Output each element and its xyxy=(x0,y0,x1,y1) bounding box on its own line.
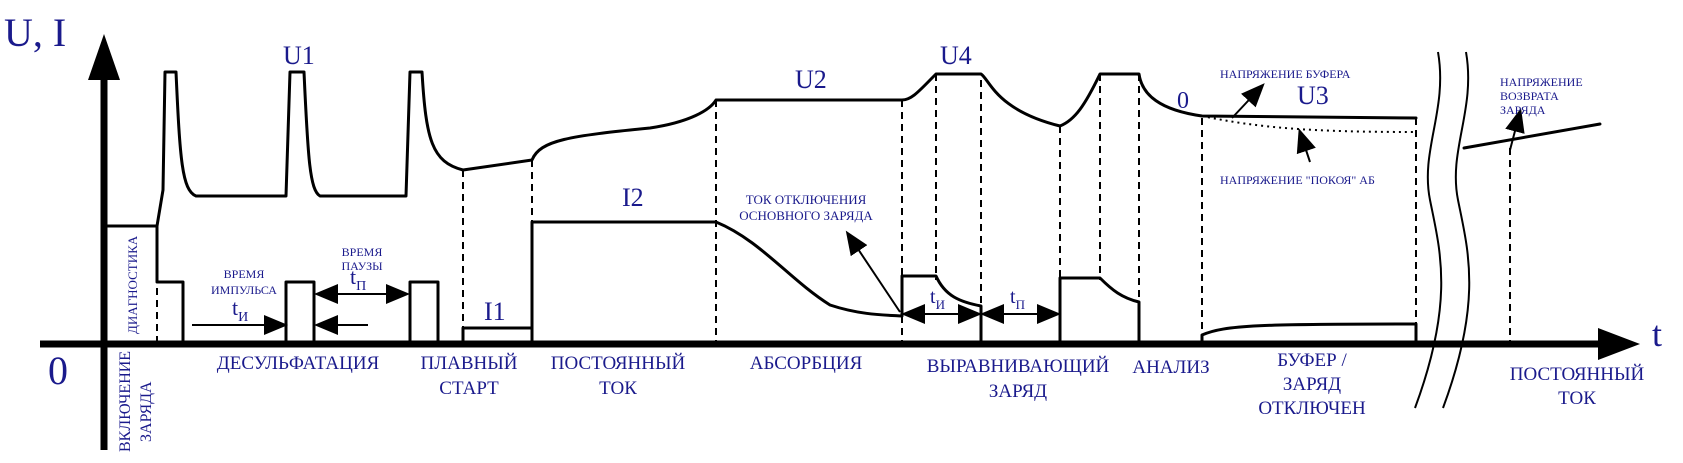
t-pulse-label-equalize: tИ xyxy=(930,286,945,312)
stage-charge-on-2: ЗАРЯДА xyxy=(138,381,155,442)
stage-equalizing-2: ЗАРЯД xyxy=(989,381,1047,402)
pulse-time-label-2: ИМПУЛЬСА xyxy=(211,283,277,297)
stage-soft-start-2: СТАРТ xyxy=(439,378,499,399)
current-curve xyxy=(102,220,1418,346)
voltage-curve xyxy=(155,70,1418,228)
voltage-after-break xyxy=(1462,122,1602,150)
buffer-voltage-label: НАПРЯЖЕНИЕ БУФЕРА xyxy=(1220,67,1351,81)
stage-constant-current-2: ТОК xyxy=(599,378,637,399)
return-voltage-label-2: ВОЗВРАТА xyxy=(1500,89,1559,103)
return-voltage-label-3: ЗАРЯДА xyxy=(1500,103,1546,117)
stage-soft-start-1: ПЛАВНЫЙ xyxy=(420,353,517,374)
stage-constant-current-end-1: ПОСТОЯННЫЙ xyxy=(1510,364,1645,385)
label-i2: I2 xyxy=(622,183,644,212)
stage-labels: ВКЛЮЧЕНИЕ ЗАРЯДА ДЕСУЛЬФАТАЦИЯ ПЛАВНЫЙ С… xyxy=(117,350,1645,452)
stage-absorption: АБСОРБЦИЯ xyxy=(750,353,863,374)
pause-time-label-1: ВРЕМЯ xyxy=(342,245,383,259)
stage-desulfation: ДЕСУЛЬФАТАЦИЯ xyxy=(217,353,380,374)
stage-analysis: АНАЛИЗ xyxy=(1132,357,1209,378)
label-zero: 0 xyxy=(1177,88,1189,114)
label-u2: U2 xyxy=(795,65,827,94)
pause-time-label-2: ПАУЗЫ xyxy=(341,259,383,273)
diagnostics-label: ДИАГНОСТИКА xyxy=(125,235,140,334)
cutoff-label-1: ТОК ОТКЛЮЧЕНИЯ xyxy=(746,192,867,207)
label-u1: U1 xyxy=(283,41,315,70)
t-pulse-label: tИ xyxy=(232,295,248,325)
stage-buffer-1: БУФЕР / xyxy=(1277,350,1347,371)
buffer-voltage-arrow xyxy=(1231,83,1265,119)
label-u3: U3 xyxy=(1297,81,1329,110)
y-axis-label: U, I xyxy=(4,10,66,55)
stage-constant-current-end-2: ТОК xyxy=(1558,388,1596,409)
break-line-right xyxy=(1442,51,1471,409)
label-u4: U4 xyxy=(940,41,972,70)
annotation-arrows xyxy=(192,83,1525,335)
x-axis-arrow xyxy=(1598,328,1640,360)
y-axis-arrow xyxy=(88,34,120,80)
label-i1: I1 xyxy=(484,297,506,326)
x-axis-label: t xyxy=(1652,314,1662,354)
stage-equalizing-1: ВЫРАВНИВАЮЩИЙ xyxy=(927,356,1110,377)
return-voltage-label-1: НАПРЯЖЕНИЕ xyxy=(1500,75,1583,89)
break-line-left xyxy=(1414,51,1443,409)
t-pause-label: tП xyxy=(350,264,366,294)
stage-buffer-3: ОТКЛЮЧЕН xyxy=(1258,398,1366,419)
cutoff-label-2: ОСНОВНОГО ЗАРЯДА xyxy=(739,208,873,223)
origin-label: 0 xyxy=(48,348,68,393)
stage-charge-on-1: ВКЛЮЧЕНИЕ xyxy=(117,351,134,452)
t-pause-label-equalize: tП xyxy=(1010,286,1025,312)
rest-voltage-dotted xyxy=(1201,115,1417,133)
return-voltage-arrow xyxy=(1505,108,1525,151)
axes xyxy=(40,34,1640,450)
rest-voltage-label: НАПРЯЖЕНИЕ "ПОКОЯ" АБ xyxy=(1220,173,1375,187)
pulse-time-label-1: ВРЕМЯ xyxy=(224,267,265,281)
stage-buffer-2: ЗАРЯД xyxy=(1283,374,1341,395)
stage-constant-current-1: ПОСТОЯННЫЙ xyxy=(551,353,686,374)
rest-voltage-arrow xyxy=(1296,128,1316,163)
cutoff-arrow xyxy=(845,230,901,313)
axis-break xyxy=(1414,51,1471,409)
